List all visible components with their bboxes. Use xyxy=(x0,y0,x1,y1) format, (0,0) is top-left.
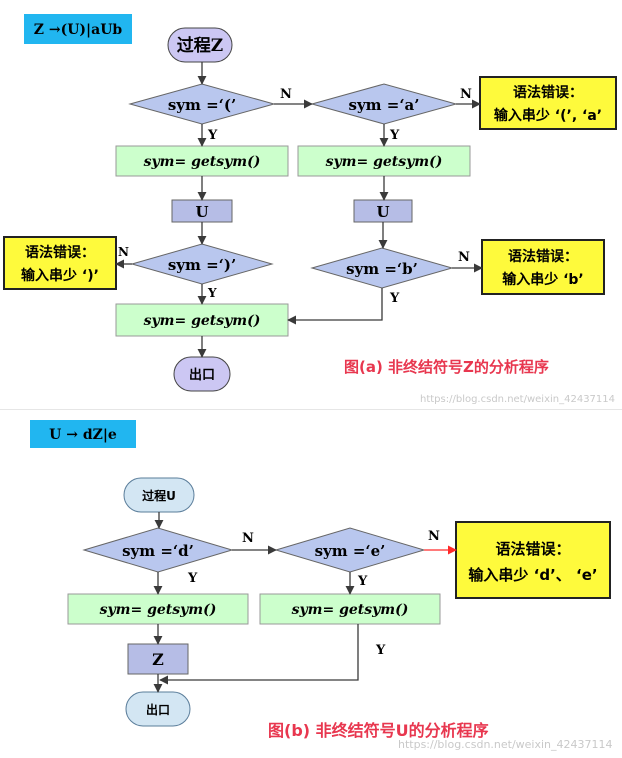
decision-b: sym =‘b’ xyxy=(310,247,454,289)
start-terminal-u: 过程U xyxy=(123,477,195,513)
production-u-box: U → dZ|e xyxy=(30,420,136,448)
call-z: Z xyxy=(127,643,189,675)
process-getsym-e: sym= getsym() xyxy=(259,593,441,625)
production-u-label: U → dZ|e xyxy=(49,427,117,443)
process-getsym-e-label: sym= getsym() xyxy=(292,602,409,618)
process-getsym-d: sym= getsym() xyxy=(67,593,249,625)
end-u-label: 出口 xyxy=(146,702,170,717)
process-getsym-d-label: sym= getsym() xyxy=(100,602,217,618)
diagram-a: Z →(U)|aUb 过程Z sym =‘(’ sym =‘a’ 语法错误： 输… xyxy=(3,14,617,405)
label-n: N xyxy=(280,87,292,102)
panel-divider xyxy=(0,409,622,410)
label-y: Y xyxy=(207,128,218,143)
call-z-label: Z xyxy=(152,650,164,669)
start-z-label: 过程Z xyxy=(177,36,223,56)
end-z-label: 出口 xyxy=(189,367,215,383)
start-terminal-z: 过程Z xyxy=(167,27,233,63)
decision-e-label: sym =‘e’ xyxy=(315,542,386,560)
decision-e: sym =‘e’ xyxy=(274,527,426,573)
decision-d-label: sym =‘d’ xyxy=(122,542,194,560)
call-u-2-label: U xyxy=(376,203,389,221)
error-title: 语法错误： xyxy=(25,244,95,261)
process-getsym-1-label: sym= getsym() xyxy=(144,154,261,170)
error-box-b: 语法错误： 输入串少 ‘b’ xyxy=(481,239,605,295)
end-terminal-z: 出口 xyxy=(173,356,231,392)
error-message: 输入串少 ‘d’、 ‘e’ xyxy=(468,566,597,584)
decision-d: sym =‘d’ xyxy=(82,527,234,573)
label-y: Y xyxy=(357,574,368,589)
error-box-rparen: 语法错误： 输入串少 ‘)’ xyxy=(3,236,117,290)
label-y: Y xyxy=(207,286,217,300)
branch-labels-b: N N Y Y Y xyxy=(187,529,440,658)
process-getsym-1: sym= getsym() xyxy=(115,145,289,177)
error-title: 语法错误： xyxy=(508,248,578,265)
error-title: 语法错误： xyxy=(495,540,570,558)
label-n: N xyxy=(118,245,129,259)
error-box-d-e: 语法错误： 输入串少 ‘d’、 ‘e’ xyxy=(455,521,611,599)
arrows-a xyxy=(115,62,483,358)
label-n: N xyxy=(458,250,470,265)
label-n: N xyxy=(428,529,440,544)
decision-lparen-label: sym =‘(’ xyxy=(168,96,236,114)
error-title: 语法错误： xyxy=(513,84,583,101)
error-box-lparen-a: 语法错误： 输入串少 ‘(’, ‘a’ xyxy=(479,76,617,130)
error-message: 输入串少 ‘b’ xyxy=(502,271,584,288)
call-u-2: U xyxy=(353,199,413,223)
error-message: 输入串少 ‘)’ xyxy=(21,267,99,284)
label-y: Y xyxy=(375,643,386,658)
process-getsym-2-label: sym= getsym() xyxy=(326,154,443,170)
call-u-1: U xyxy=(171,199,233,223)
diagram-b: U → dZ|e 过程U sym =‘d’ sym =‘e’ 语法错误： 输入串… xyxy=(30,420,613,751)
decision-rparen-label: sym =‘)’ xyxy=(168,256,236,274)
label-y: Y xyxy=(389,128,400,143)
production-z-box: Z →(U)|aUb xyxy=(24,14,132,44)
decision-b-label: sym =‘b’ xyxy=(346,260,418,278)
process-getsym-3-label: sym= getsym() xyxy=(144,313,261,329)
label-y: Y xyxy=(187,571,198,586)
diagram-a-panel xyxy=(0,0,622,410)
call-u-1-label: U xyxy=(195,203,208,221)
decision-a: sym =‘a’ xyxy=(310,83,458,125)
label-n: N xyxy=(460,87,472,102)
label-n: N xyxy=(242,531,254,546)
decision-a-label: sym =‘a’ xyxy=(349,96,420,114)
caption-b: 图(b) 非终结符号U的分析程序 xyxy=(268,721,489,740)
arrows-b xyxy=(153,512,359,693)
label-y: Y xyxy=(389,291,400,306)
watermark-b: https://blog.csdn.net/weixin_42437114 xyxy=(398,738,613,751)
end-terminal-u: 出口 xyxy=(125,691,191,727)
watermark-a: https://blog.csdn.net/weixin_42437114 xyxy=(420,394,615,405)
error-message: 输入串少 ‘(’, ‘a’ xyxy=(494,107,602,124)
decision-lparen: sym =‘(’ xyxy=(128,83,276,125)
process-getsym-2: sym= getsym() xyxy=(297,145,471,177)
start-u-label: 过程U xyxy=(142,488,176,503)
branch-labels-a: N N Y Y N N Y Y xyxy=(118,87,472,306)
production-z-label: Z →(U)|aUb xyxy=(34,22,123,38)
caption-a: 图(a) 非终结符号Z的分析程序 xyxy=(344,358,549,376)
decision-rparen: sym =‘)’ xyxy=(130,243,274,285)
process-getsym-3: sym= getsym() xyxy=(115,303,289,337)
